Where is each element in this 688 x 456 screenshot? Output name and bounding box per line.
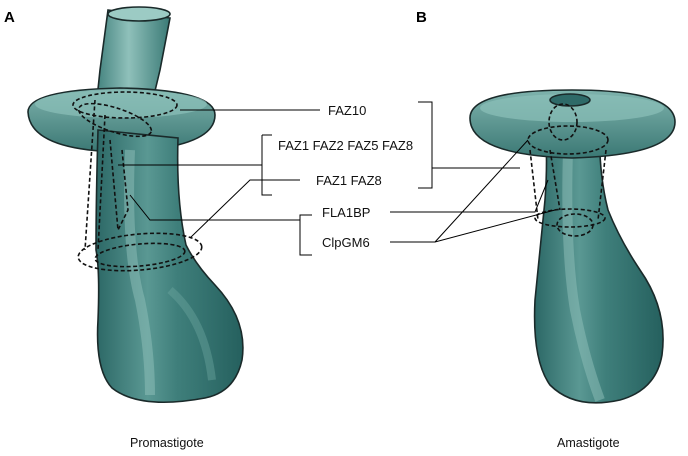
amastigote-highlight [562, 149, 605, 402]
dashed-ring-lower-inner [94, 242, 186, 268]
label-fla1bp: FLA1BP [322, 205, 370, 220]
label-faz1-faz2-faz5-faz8: FAZ1 FAZ2 FAZ5 FAZ8 [278, 138, 413, 153]
amastigote-cell [469, 89, 676, 404]
leader-lines [118, 101, 556, 256]
label-faz10: FAZ10 [328, 103, 366, 118]
amastigote-body [533, 124, 664, 404]
label-clpgm6: ClpGM6 [322, 235, 370, 250]
collar-top [35, 90, 207, 118]
dashed-ring-inner [77, 102, 153, 138]
amastigote-dashed-top [548, 103, 578, 141]
body-highlight [124, 149, 155, 396]
dashed-ring-top [72, 91, 178, 119]
caption-promastigote: Promastigote [130, 436, 204, 450]
amastigote-dashed-lower-small [556, 213, 594, 237]
body-highlight-2 [167, 286, 216, 381]
amastigote-dashed-lower [534, 208, 606, 228]
panel-letter-a: A [4, 9, 15, 26]
amastigote-dashed-ring [527, 125, 609, 155]
flagellum-tip [107, 6, 171, 22]
promastigote-cell [27, 6, 244, 403]
caption-amastigote: Amastigote [557, 436, 620, 450]
dashed-attachment-zone [84, 99, 129, 251]
amastigote-pocket [549, 93, 591, 107]
dashed-ring-lower [77, 232, 203, 272]
label-faz1-faz8: FAZ1 FAZ8 [316, 173, 382, 188]
panel-letter-b: B [416, 9, 427, 26]
